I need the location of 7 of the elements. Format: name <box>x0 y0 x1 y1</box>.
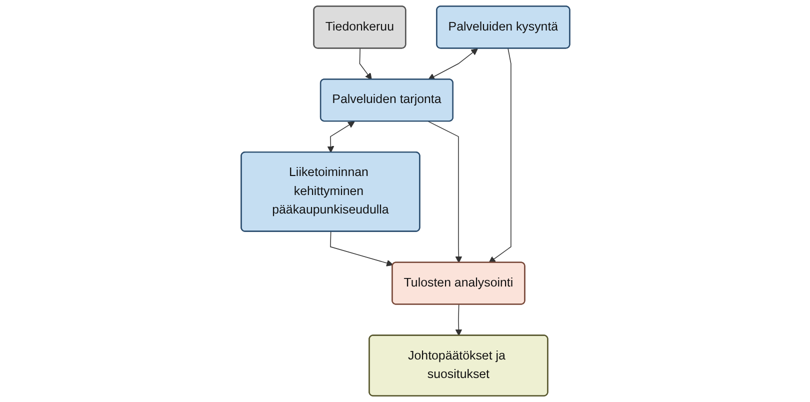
arrow <box>428 48 478 80</box>
arrow <box>330 231 393 266</box>
arrow <box>326 121 354 153</box>
arrow <box>358 48 372 80</box>
arrow <box>488 48 511 263</box>
arrow <box>454 304 462 336</box>
arrow <box>427 121 462 263</box>
